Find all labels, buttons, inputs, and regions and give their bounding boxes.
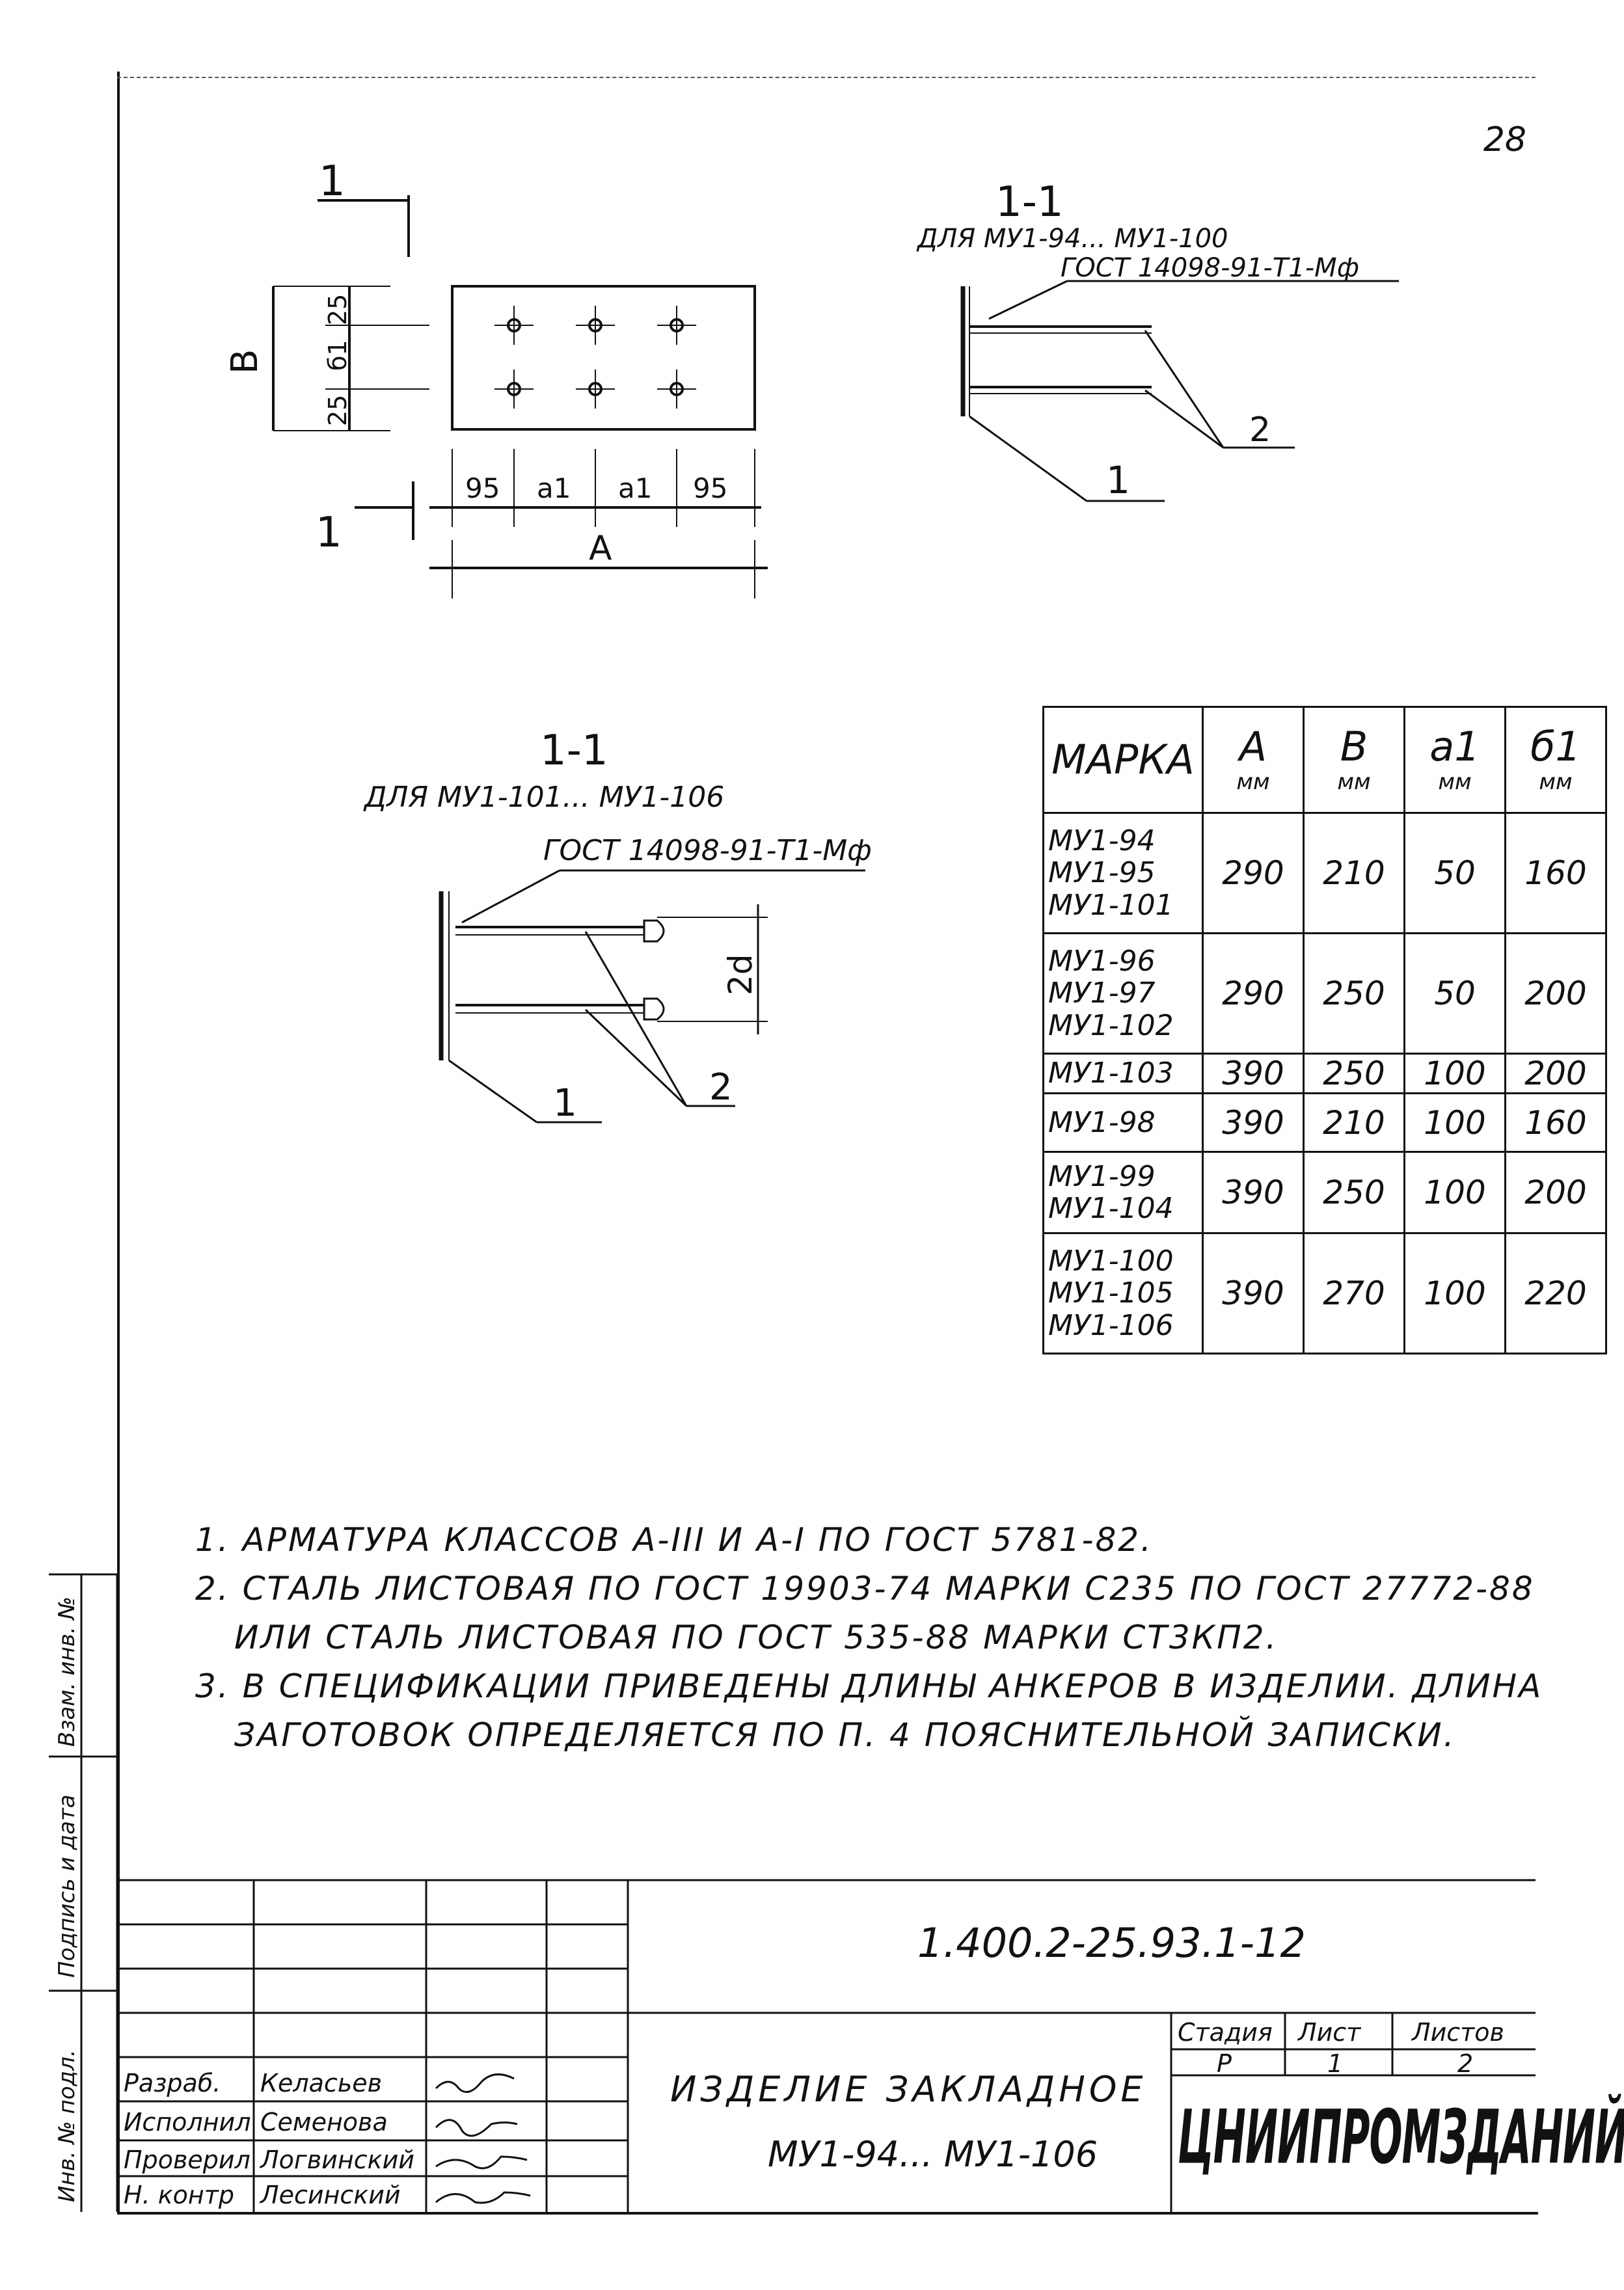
table-cell-mark: МУ1-98 (1042, 1092, 1204, 1153)
side-stamp-signature-date: Подпись и дата (54, 1794, 80, 1978)
sheets-value: 2 (1457, 2049, 1474, 2078)
role-label: Исполнил (124, 2108, 251, 2136)
notes-block: 1. АРМАТУРА КЛАССОВ А-III И А-I ПО ГОСТ … (195, 1516, 1543, 1760)
side-stamp-inv-original: Инв. № подл. (54, 2049, 80, 2202)
sheet-value: 1 (1327, 2049, 1344, 2078)
role-name: Келасьев (260, 2069, 382, 2097)
note-line: 3. В СПЕЦИФИКАЦИИ ПРИВЕДЕНЫ ДЛИНЫ АНКЕРО… (195, 1667, 1543, 1705)
table-cell-a1: 100 (1403, 1232, 1506, 1354)
doc-code: 1.400.2-25.93.1-12 (917, 1919, 1306, 1967)
table-cell-b1: 200 (1504, 1151, 1607, 1234)
note-line: 2. СТАЛЬ ЛИСТОВАЯ ПО ГОСТ 19903-74 МАРКИ… (195, 1570, 1535, 1608)
sheet-label: Лист (1298, 2018, 1361, 2047)
table-row: МУ1-98 390 210 100 160 (1042, 1092, 1607, 1153)
side-stamp-replace-inv: Взам. инв. № (54, 1596, 80, 1747)
table-cell-B: 210 (1303, 1092, 1405, 1153)
sheets-label: Листов (1412, 2018, 1504, 2047)
role-name: Лесинский (260, 2181, 401, 2209)
spec-header-mark: МАРКА (1042, 706, 1204, 814)
table-cell-A: 290 (1202, 932, 1305, 1055)
role-label: Проверил (124, 2146, 250, 2174)
note-line: ИЛИ СТАЛЬ ЛИСТОВАЯ ПО ГОСТ 535-88 МАРКИ … (234, 1619, 1279, 1656)
table-cell-B: 250 (1303, 1151, 1405, 1234)
table-cell-A: 390 (1202, 1092, 1305, 1153)
table-cell-b1: 220 (1504, 1232, 1607, 1354)
table-cell-A: 390 (1202, 1232, 1305, 1354)
page-number: 28 (1483, 120, 1526, 159)
table-cell-a1: 50 (1403, 932, 1506, 1055)
note-line: 1. АРМАТУРА КЛАССОВ А-III И А-I ПО ГОСТ … (195, 1521, 1154, 1559)
signatures (435, 2073, 531, 2204)
frame-top-edge (117, 77, 1536, 80)
role-label: Разраб. (124, 2069, 221, 2097)
stage-value: Р (1217, 2049, 1232, 2078)
table-cell-a1: 50 (1403, 812, 1506, 934)
table-cell-A: 390 (1202, 1053, 1305, 1094)
table-cell-A: 390 (1202, 1151, 1305, 1234)
drawing-frame (117, 72, 1538, 2215)
role-name: Семенова (260, 2108, 388, 2136)
role-name: Логвинский (260, 2146, 414, 2174)
table-cell-b1: 200 (1504, 932, 1607, 1055)
table-cell-B: 270 (1303, 1232, 1405, 1354)
stage-label: Стадия (1178, 2018, 1273, 2047)
doc-title-line1: ИЗДЕЛИЕ ЗАКЛАДНОЕ (670, 2069, 1147, 2110)
note-line: ЗАГОТОВОК ОПРЕДЕЛЯЕТСЯ ПО П. 4 ПОЯСНИТЕЛ… (234, 1716, 1456, 1754)
table-row: МУ1-103 390 250 100 200 (1042, 1053, 1607, 1094)
role-label: Н. контр (124, 2181, 235, 2209)
doc-title-line2: МУ1-94... МУ1-106 (768, 2134, 1098, 2175)
table-cell-a1: 100 (1403, 1092, 1506, 1153)
table-cell-B: 250 (1303, 932, 1405, 1055)
table-cell-b1: 200 (1504, 1053, 1607, 1094)
table-cell-B: 210 (1303, 812, 1405, 934)
table-cell-mark: МУ1-103 (1042, 1053, 1204, 1094)
table-cell-a1: 100 (1403, 1151, 1506, 1234)
table-cell-a1: 100 (1403, 1053, 1506, 1094)
title-block: 1.400.2-25.93.1-12 ИЗДЕЛИЕ ЗАКЛАДНОЕ МУ1… (117, 1879, 1624, 2212)
table-cell-A: 290 (1202, 812, 1305, 934)
side-stamp: Взам. инв. № Подпись и дата Инв. № подл. (49, 1573, 118, 2212)
org-name: ЦНИИПРОМЗДАНИЙ (1178, 2095, 1624, 2181)
table-cell-b1: 160 (1504, 1092, 1607, 1153)
table-cell-B: 250 (1303, 1053, 1405, 1094)
table-cell-b1: 160 (1504, 812, 1607, 934)
